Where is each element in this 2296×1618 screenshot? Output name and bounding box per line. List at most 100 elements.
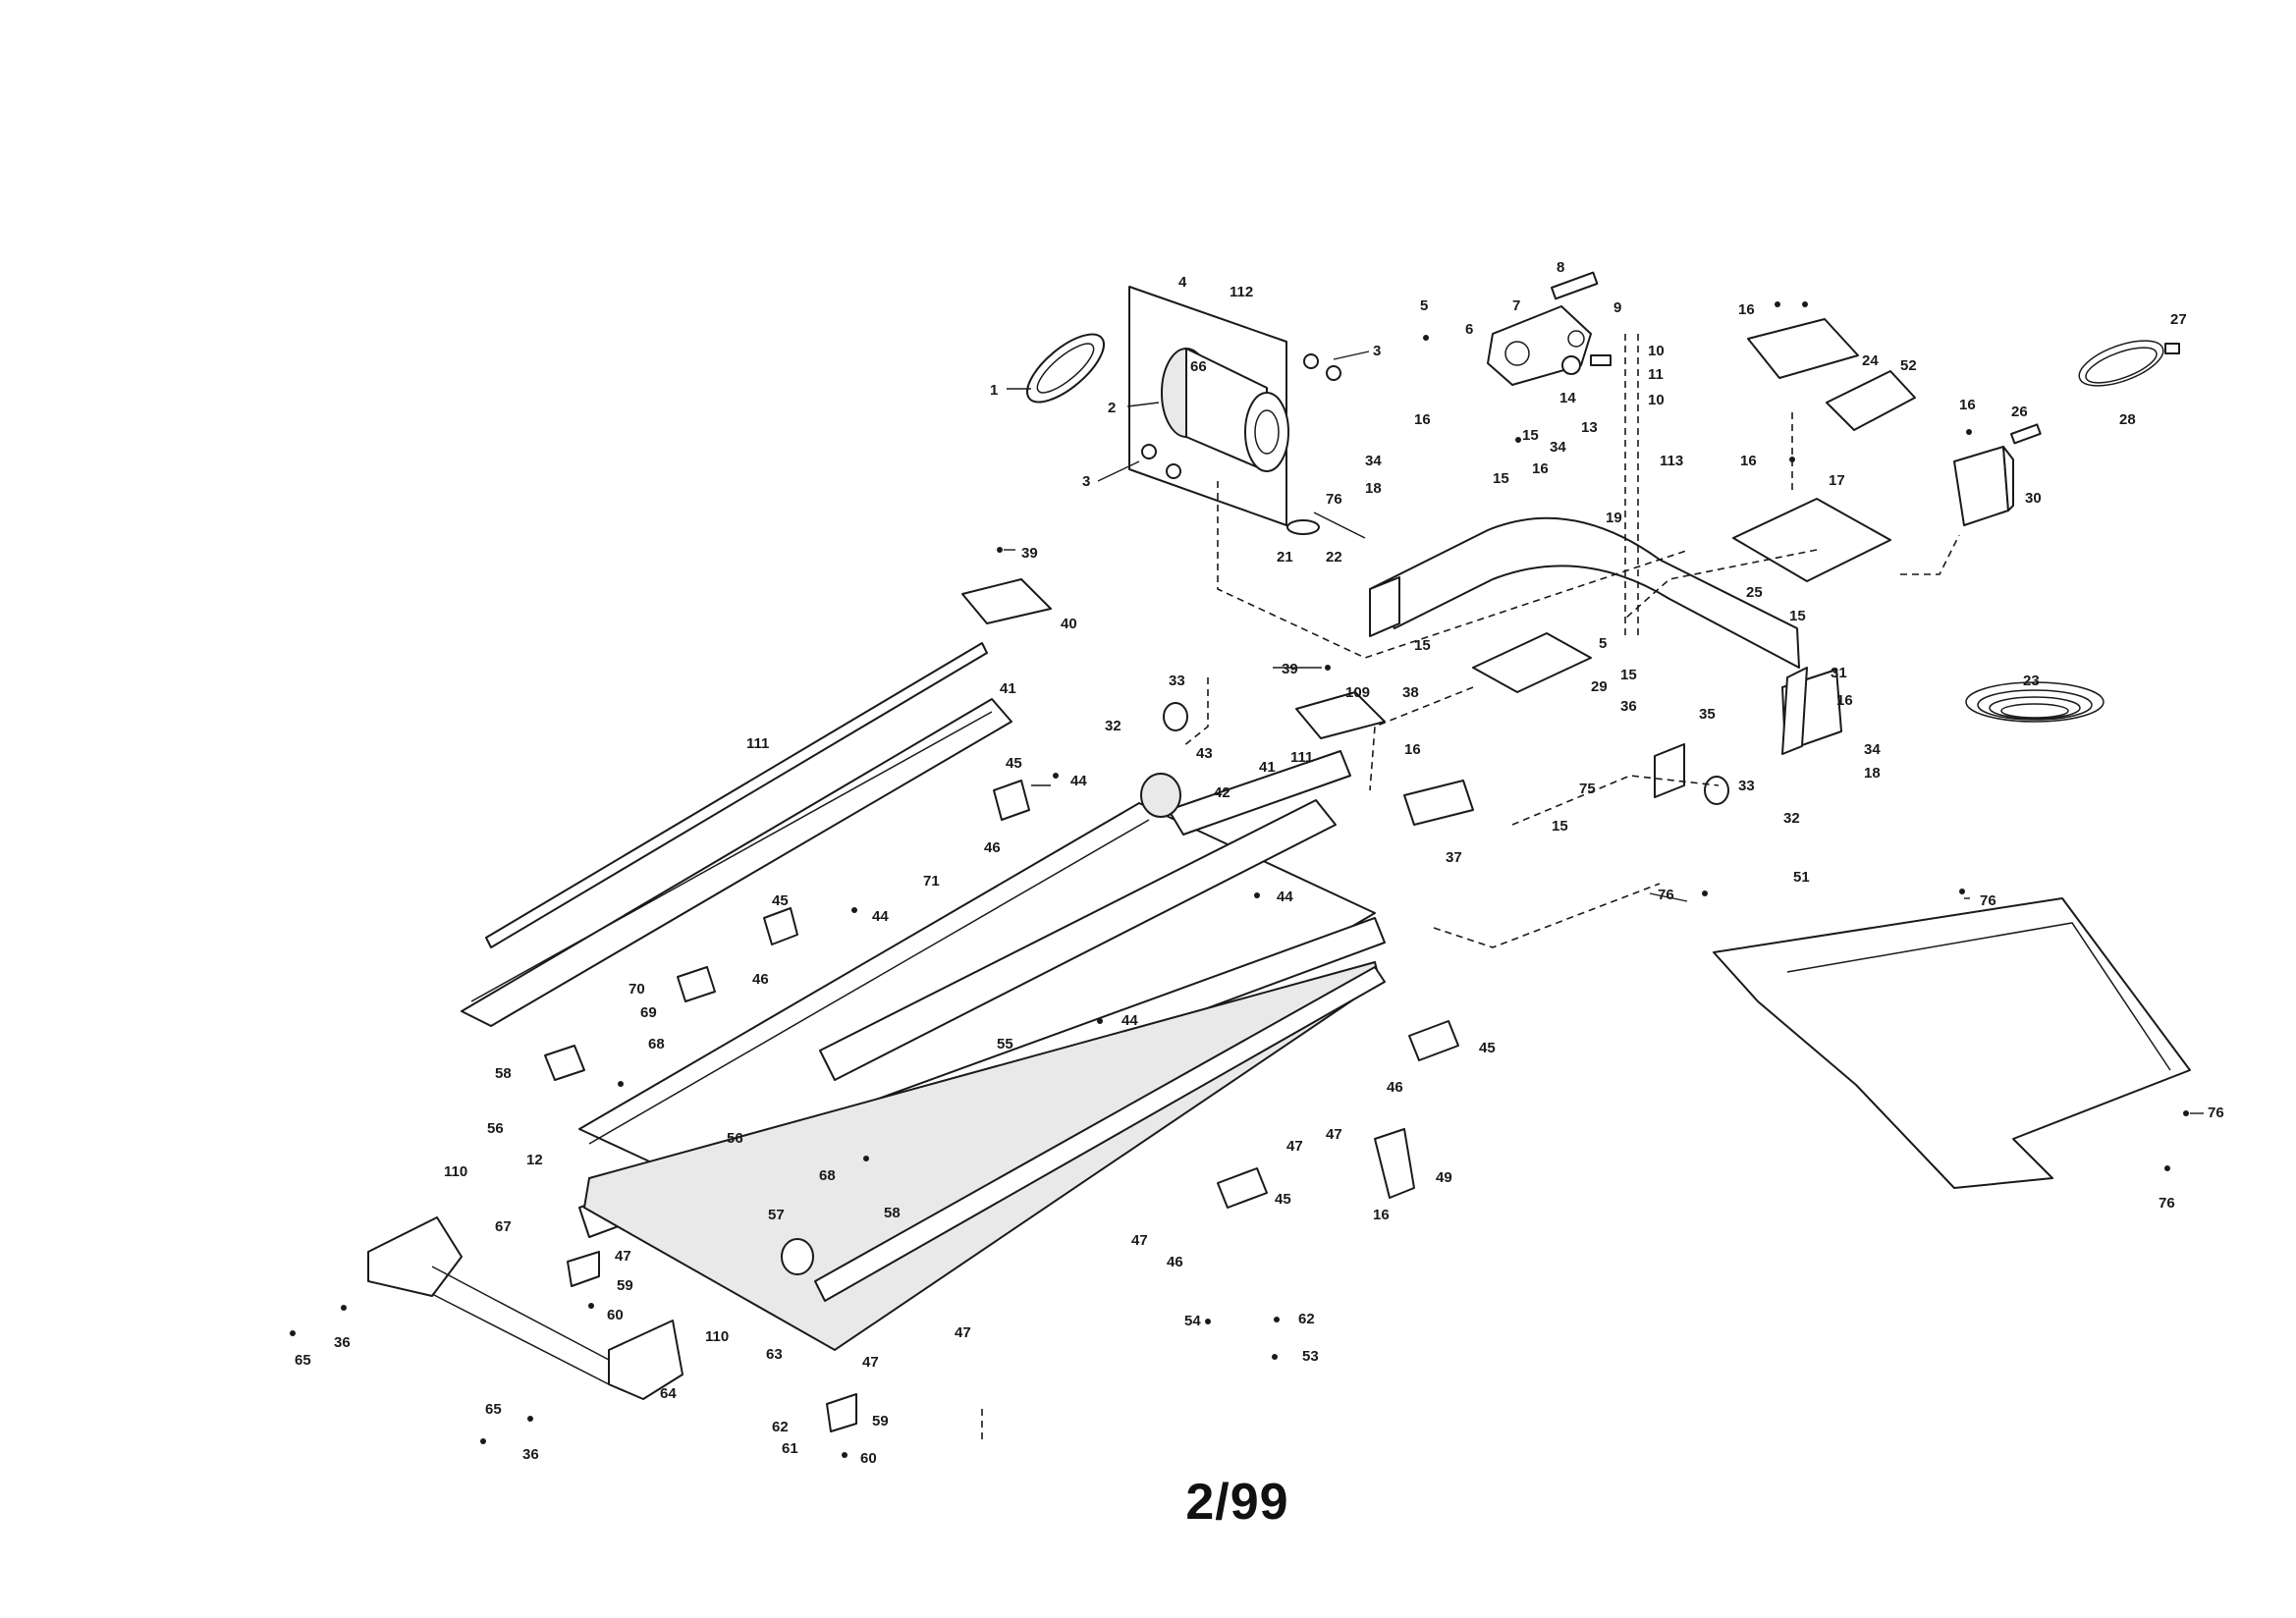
callout-4: 4: [1178, 274, 1187, 291]
callout-76: 76: [1658, 887, 1674, 903]
callout-47: 47: [615, 1248, 631, 1265]
part-57-front-roller: [781, 1238, 814, 1275]
callout-52: 52: [1900, 357, 1917, 374]
part-27-power-cord: [2078, 340, 2180, 387]
callout-37: 37: [1446, 849, 1462, 866]
callout-15: 15: [1789, 608, 1806, 624]
callout-12: 12: [526, 1152, 543, 1168]
part-41-side-rail-right: [819, 799, 1337, 1081]
callout-34: 34: [1365, 453, 1382, 469]
part-14-washer: [1561, 355, 1581, 375]
callout-18: 18: [1365, 480, 1382, 497]
part-66-motor: [1161, 348, 1289, 472]
part-30-cover: [1953, 446, 2009, 526]
callout-10: 10: [1648, 343, 1665, 359]
callout-75: 75: [1579, 781, 1596, 797]
callout-46: 46: [984, 839, 1001, 856]
callout-65: 65: [485, 1401, 502, 1418]
callout-63: 63: [766, 1346, 783, 1363]
part-45-bracket-b: [763, 907, 798, 945]
part-1-drive-belt: [1026, 333, 1105, 404]
callout-36: 36: [522, 1446, 539, 1463]
callout-53: 53: [1302, 1348, 1319, 1365]
part-11-spacer: [1590, 354, 1612, 366]
part-42-rear-roller: [1140, 773, 1181, 818]
callout-39: 39: [1282, 661, 1298, 677]
part-3-grommets: [1141, 353, 1341, 479]
callout-56: 56: [727, 1130, 743, 1147]
part-bracket-tube-a: [1369, 576, 1400, 637]
assembly-guides: [981, 334, 1960, 1443]
callout-69: 69: [640, 1004, 657, 1021]
callout-56: 56: [487, 1120, 504, 1137]
callout-35: 35: [1699, 706, 1716, 723]
part-59-leveler-b: [826, 1393, 857, 1432]
callout-62: 62: [772, 1419, 789, 1435]
callout-27: 27: [2170, 311, 2187, 328]
callout-65: 65: [295, 1352, 311, 1369]
callout-16: 16: [1836, 692, 1853, 709]
part-51-motor-hood: [1713, 897, 2191, 1189]
callout-1: 1: [990, 382, 998, 399]
callout-34: 34: [1864, 741, 1881, 758]
part-45-bracket-d: [1217, 1167, 1268, 1209]
callout-45: 45: [772, 892, 789, 909]
callout-13: 13: [1581, 419, 1598, 436]
callout-36: 36: [1620, 698, 1637, 715]
callout-16: 16: [1740, 453, 1757, 469]
callout-49: 49: [1436, 1169, 1452, 1186]
part-109-foot-cover: [1295, 691, 1386, 739]
callout-30: 30: [2025, 490, 2042, 507]
callout-47: 47: [1326, 1126, 1342, 1143]
callout-10: 10: [1648, 392, 1665, 408]
part-22-pin: [1313, 512, 1366, 539]
callout-64: 64: [660, 1385, 677, 1402]
callout-6: 6: [1465, 321, 1473, 338]
part-19-mount: [1472, 632, 1592, 693]
callout-70: 70: [629, 981, 645, 998]
callout-40: 40: [1061, 616, 1077, 632]
callout-57: 57: [768, 1207, 785, 1223]
callout-111: 111: [1290, 749, 1313, 766]
callout-16: 16: [1404, 741, 1421, 758]
callout-24: 24: [1862, 352, 1879, 369]
callout-19: 19: [1606, 510, 1622, 526]
callout-3: 3: [1373, 343, 1381, 359]
callout-18: 18: [1864, 765, 1881, 782]
part-31-crossmember: [1781, 667, 1808, 755]
callout-16: 16: [1373, 1207, 1390, 1223]
callout-111: 111: [746, 735, 769, 752]
callout-33: 33: [1169, 673, 1185, 689]
callout-45: 45: [1275, 1191, 1291, 1208]
callout-113: 113: [1660, 453, 1683, 469]
callout-44: 44: [1277, 889, 1293, 905]
callout-46: 46: [1167, 1254, 1183, 1270]
callout-29: 29: [1591, 678, 1608, 695]
callout-45: 45: [1479, 1040, 1496, 1056]
part-bracket-tube-b: [1654, 743, 1685, 798]
callout-16: 16: [1532, 460, 1549, 477]
part-64-rear-endcap: [367, 1216, 683, 1400]
part-59-leveler-a: [567, 1251, 600, 1287]
callout-67: 67: [495, 1218, 512, 1235]
part-30-cover-side: [2002, 446, 2014, 512]
part-49-bracket: [1374, 1128, 1415, 1199]
callout-23: 23: [2023, 673, 2040, 689]
callout-14: 14: [1559, 390, 1576, 406]
callout-44: 44: [1070, 773, 1087, 789]
callout-66: 66: [1190, 358, 1207, 375]
callout-15: 15: [1620, 667, 1637, 683]
part-52-controller-board: [1826, 370, 1916, 431]
callout-46: 46: [752, 971, 769, 988]
callout-11: 11: [1648, 366, 1664, 383]
callout-17: 17: [1829, 472, 1845, 489]
callout-15: 15: [1552, 818, 1568, 835]
callout-112: 112: [1230, 284, 1253, 300]
callout-3: 3: [1082, 473, 1090, 490]
callout-5: 5: [1599, 635, 1607, 652]
callout-31: 31: [1831, 665, 1847, 681]
callout-61: 61: [782, 1440, 798, 1457]
part-frame-side-rail: [814, 966, 1386, 1302]
callout-28: 28: [2119, 411, 2136, 428]
